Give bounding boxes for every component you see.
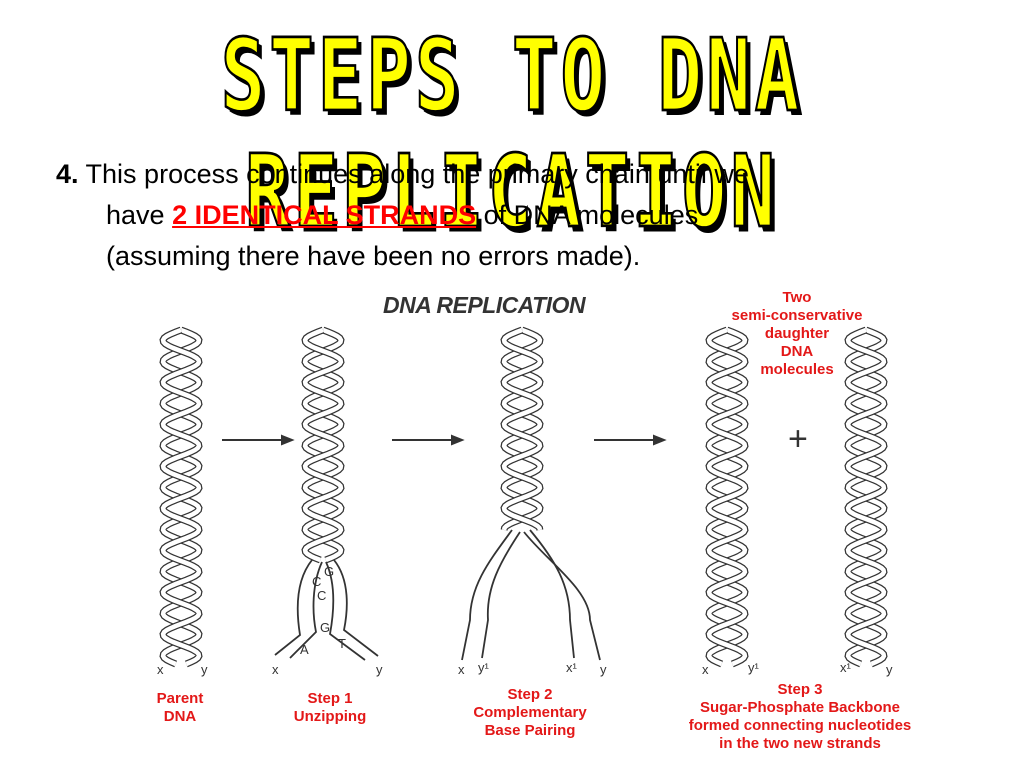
arrow-2-head xyxy=(451,434,465,446)
daughter2-y-label: y xyxy=(886,662,893,677)
paragraph-after: of DNA molecules xyxy=(483,200,699,230)
base-letter-t: T xyxy=(338,636,346,651)
step1-helix-strand-1-fill xyxy=(302,327,344,563)
daughter2-helix-strand-2-fill xyxy=(845,327,887,667)
step2-fork-right-2 xyxy=(523,531,601,661)
base-letter-g-bottom: G xyxy=(320,620,331,635)
daughter1-helix xyxy=(705,326,749,668)
step2-fork-left xyxy=(461,529,513,661)
step3-label-line-4: in the two new strands xyxy=(719,735,881,752)
daughter-molecules-label: Two semi-conservative daughter DNA molec… xyxy=(712,289,882,379)
step1-fork-right-inner xyxy=(325,561,366,661)
step2-fork-right xyxy=(529,529,575,659)
slide-title: STEPS TO DNA REPLICATION xyxy=(220,17,804,252)
base-letter-a: A xyxy=(300,642,309,657)
step2-x-label: x xyxy=(458,662,465,677)
daughter2-x1-label: x¹ xyxy=(840,660,851,675)
parent-helix xyxy=(159,326,203,668)
step2-y1-label: y¹ xyxy=(478,660,489,675)
daughter2-helix xyxy=(844,326,888,668)
step2-label-line-3: Base Pairing xyxy=(484,722,576,739)
step2-helix xyxy=(500,326,544,531)
daughter-label-line-5: molecules xyxy=(760,361,834,378)
paragraph-line-1: This process continues along the primary… xyxy=(85,159,749,189)
parent-y-label: y xyxy=(201,662,208,677)
step1-label: Step 1 Unzipping xyxy=(270,690,390,726)
base-letter-c-2: C xyxy=(317,588,327,603)
daughter-label-line-2: semi-conservative xyxy=(731,307,863,324)
step1-label-line-2: Unzipping xyxy=(293,708,367,725)
step-number: 4. xyxy=(56,159,79,189)
step2-label: Step 2 Complementary Base Pairing xyxy=(450,686,610,740)
step3-label: Step 3 Sugar-Phosphate Backbone formed c… xyxy=(655,681,945,753)
step-paragraph: 4. This process continues along the prim… xyxy=(56,154,956,277)
paragraph-have: have xyxy=(106,200,165,230)
paragraph-line-2: have 2 IDENTICAL STRANDS of DNA molecule… xyxy=(56,195,956,236)
step1-helix-strand-2-fill xyxy=(302,327,344,563)
step2-x1-label: x¹ xyxy=(566,660,577,675)
step3-label-line-1: Step 3 xyxy=(777,681,823,698)
daughter1-x-label: x xyxy=(702,662,709,677)
daughter1-y1-label: y¹ xyxy=(748,660,759,675)
daughter-label-line-1: Two xyxy=(782,289,812,306)
parent-label-line-2: DNA xyxy=(163,708,197,725)
daughter-label-line-3: daughter xyxy=(764,325,830,342)
step3-label-line-3: formed connecting nucleotides xyxy=(688,717,912,734)
step2-fork-left-2 xyxy=(481,531,521,659)
step1-x-label: x xyxy=(272,662,279,677)
parent-dna-label: Parent DNA xyxy=(140,690,220,726)
step2-label-line-2: Complementary xyxy=(473,704,587,721)
daughter1-helix-strand-2-fill xyxy=(706,327,748,667)
parent-label-line-1: Parent xyxy=(156,690,204,707)
arrow-1-head xyxy=(281,434,295,446)
step1-fork-left xyxy=(274,559,313,656)
plus-sign: + xyxy=(788,420,808,458)
step1-label-line-1: Step 1 xyxy=(307,690,353,707)
parent-helix-strand-2-fill xyxy=(160,327,202,667)
arrow-3-head xyxy=(653,434,667,446)
step3-label-line-2: Sugar-Phosphate Backbone xyxy=(699,699,901,716)
step2-label-line-1: Step 2 xyxy=(507,686,553,703)
parent-x-label: x xyxy=(157,662,164,677)
paragraph-line-3: (assuming there have been no errors made… xyxy=(106,241,641,271)
highlight-identical-strands: 2 IDENTICAL STRANDS xyxy=(172,200,477,230)
daughter-label-line-4: DNA xyxy=(780,343,814,360)
step1-y-label: y xyxy=(376,662,383,677)
base-letter-g-top: G xyxy=(324,564,335,579)
diagram-title: DNA REPLICATION xyxy=(383,292,586,318)
step2-helix-strand-2-fill xyxy=(501,327,543,531)
step1-fork-left-inner xyxy=(289,561,323,659)
step1-fork-right xyxy=(333,559,379,657)
base-letter-c-1: C xyxy=(312,574,322,589)
step1-helix xyxy=(301,326,345,564)
step2-y-label: y xyxy=(600,662,607,677)
